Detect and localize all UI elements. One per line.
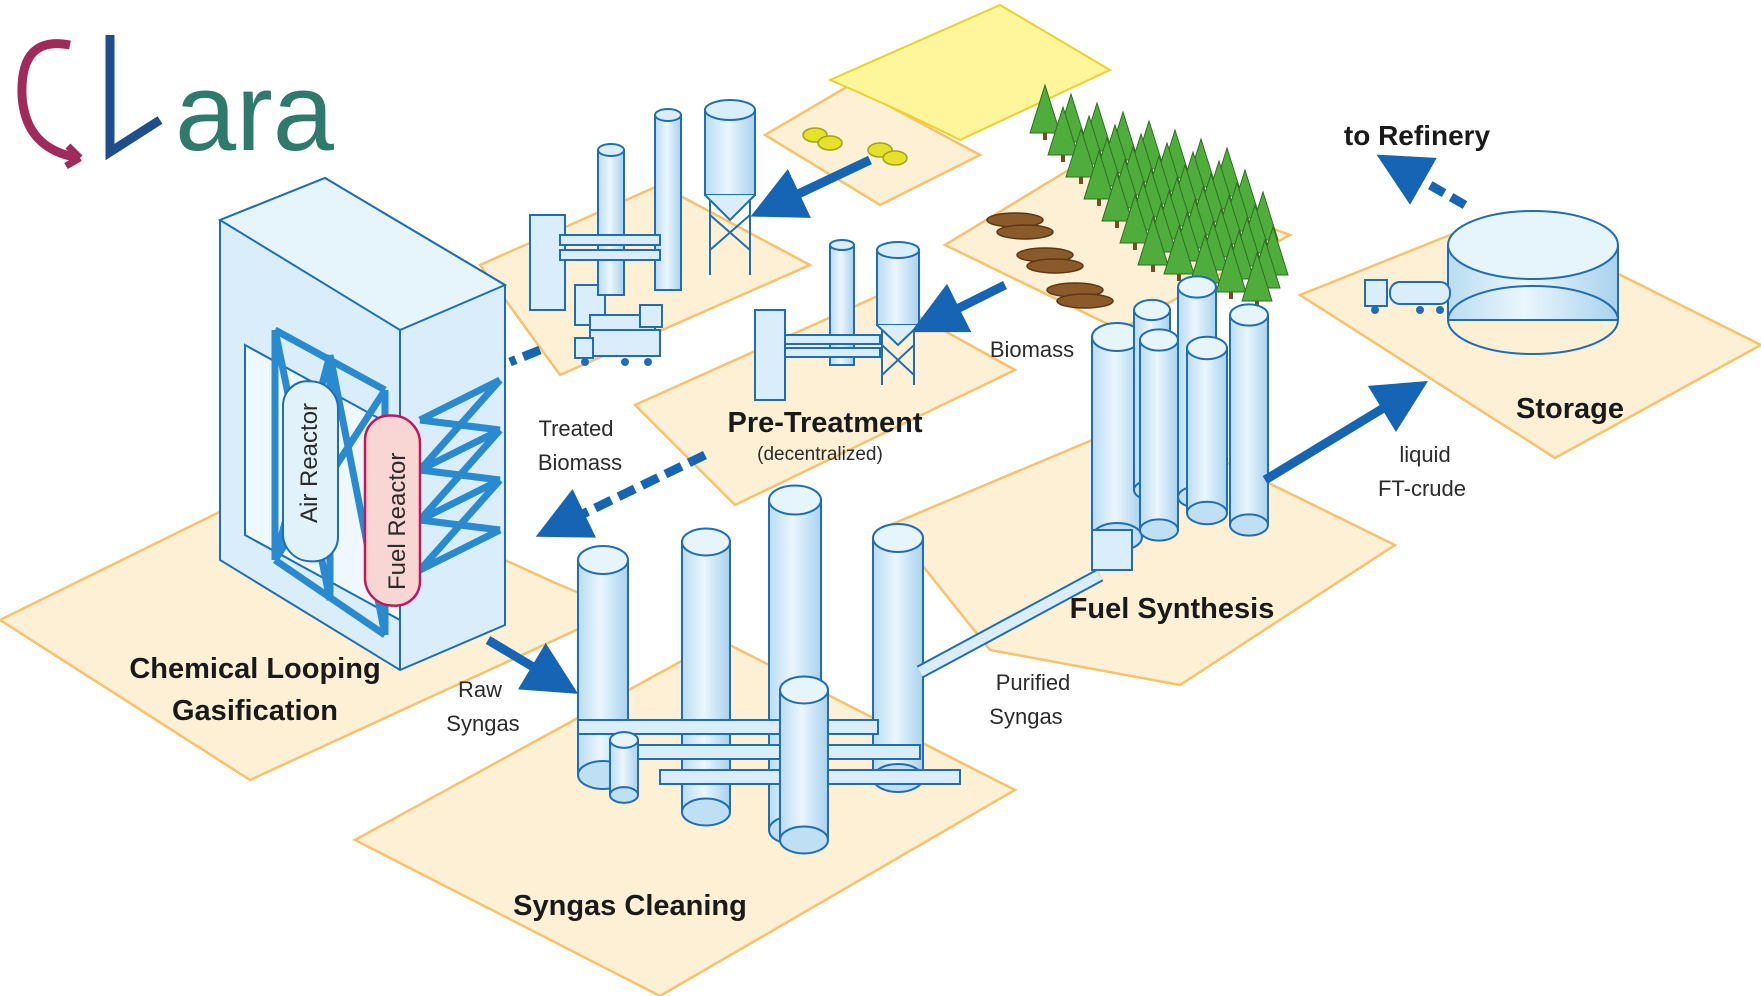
tree-icon	[1137, 215, 1169, 272]
storage-title: Storage	[1516, 393, 1624, 425]
fuel-synthesis-unit	[1091, 275, 1269, 571]
gasification-title-line2: Gasification	[172, 695, 338, 727]
pretreatment-upper-unit	[529, 99, 756, 341]
treated-biomass-line2: Biomass	[538, 450, 622, 475]
tree-icon	[1241, 251, 1273, 308]
fuel-reactor-label: Fuel Reactor	[384, 453, 411, 590]
pretreatment-plate	[632, 293, 1018, 507]
truck-icon	[574, 329, 661, 366]
tree-icon	[1119, 193, 1151, 250]
tree-icon	[1083, 149, 1115, 206]
treated-biomass-line1: Treated	[538, 416, 613, 441]
tree-icon	[1065, 127, 1097, 184]
synthesis-title: Fuel Synthesis	[1070, 593, 1275, 625]
air-reactor-label: Air Reactor	[296, 403, 323, 523]
tree-icon	[1029, 83, 1061, 140]
liquid-ft-line2: FT-crude	[1378, 476, 1466, 501]
purified-syngas-line1: Purified	[996, 670, 1071, 695]
logo-suffix: ara	[175, 51, 335, 174]
tree-icon	[1163, 224, 1195, 281]
storage-tank	[1447, 210, 1619, 355]
tree-icon	[1101, 171, 1133, 228]
raw-syngas-line1: Raw	[458, 677, 502, 702]
syngas-cleaning-unit	[577, 484, 961, 855]
purified-syngas-line2: Syngas	[989, 704, 1062, 729]
log-piles	[986, 212, 1114, 309]
purified-syngas-pipe	[916, 568, 1104, 679]
biomass-label: Biomass	[990, 337, 1074, 362]
raw-syngas-line2: Syngas	[446, 711, 519, 736]
chemical-looping-reactor	[217, 176, 508, 672]
tanker-truck-icon	[1364, 279, 1451, 314]
liquid-ft-line1: liquid	[1399, 442, 1450, 467]
tree-icon	[1215, 242, 1247, 299]
crop-field	[827, 3, 1113, 142]
pretreatment-subtitle: (decentralized)	[757, 444, 883, 465]
tree-icon	[1047, 105, 1079, 162]
cleaning-title: Syngas Cleaning	[513, 890, 747, 922]
to-refinery-label: to Refinery	[1344, 120, 1491, 151]
hay-bales	[802, 127, 908, 166]
clara-logo: ara	[17, 35, 335, 174]
gasification-title-line1: Chemical Looping	[129, 653, 380, 685]
pretreatment-title: Pre-Treatment	[727, 407, 922, 439]
storage-plate	[1297, 213, 1761, 460]
